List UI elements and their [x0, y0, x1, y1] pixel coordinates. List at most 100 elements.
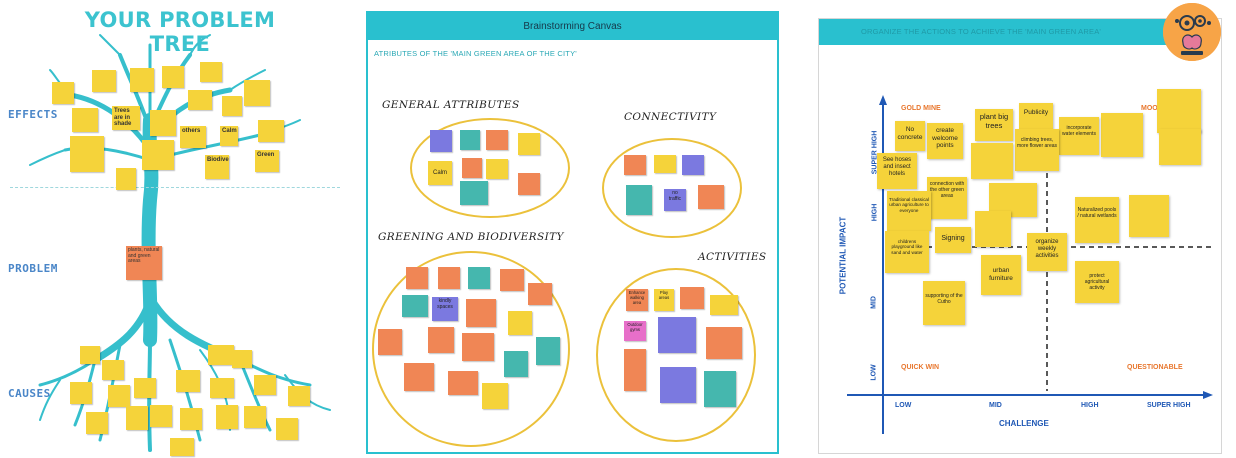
sticky-note-outdoor-gyms[interactable]: Outdoor gyms	[624, 321, 646, 341]
sticky-note[interactable]	[654, 155, 676, 173]
sticky-note[interactable]	[460, 130, 480, 150]
note-traditional-agriculture[interactable]: Traditional classical urban agriculture …	[887, 191, 931, 231]
sticky-note[interactable]	[508, 311, 532, 335]
sticky-note[interactable]	[624, 349, 646, 369]
sticky-note[interactable]	[682, 155, 704, 175]
sticky-note[interactable]	[438, 267, 460, 289]
sticky-note[interactable]	[462, 158, 482, 178]
sticky-note-green[interactable]: Green	[255, 150, 279, 172]
sticky-note[interactable]	[448, 371, 478, 395]
sticky-note[interactable]	[86, 412, 108, 434]
sticky-note[interactable]	[134, 378, 156, 398]
sticky-note[interactable]	[80, 346, 100, 364]
sticky-note-no-traffic[interactable]: no traffic	[664, 189, 686, 211]
sticky-note-biodiversity[interactable]: Biodiversity	[205, 155, 229, 179]
problem-note[interactable]: plants, natural and green areas	[126, 246, 162, 280]
sticky-note[interactable]	[658, 317, 696, 353]
sticky-note[interactable]	[486, 159, 508, 179]
sticky-note[interactable]	[624, 369, 646, 391]
sticky-note[interactable]	[518, 173, 540, 195]
sticky-note-play-areas[interactable]: Play areas	[654, 289, 674, 311]
note-connection[interactable]: connection with the other green areas	[927, 177, 967, 219]
sticky-note[interactable]	[254, 375, 276, 395]
sticky-note[interactable]	[468, 267, 490, 289]
sticky-note[interactable]	[680, 287, 704, 309]
sticky-note[interactable]	[150, 405, 172, 427]
sticky-note-others[interactable]: others	[180, 126, 206, 148]
sticky-note[interactable]	[150, 110, 176, 136]
sticky-note[interactable]	[486, 130, 508, 150]
sticky-note[interactable]	[698, 185, 724, 209]
sticky-note[interactable]	[462, 333, 494, 361]
sticky-note[interactable]	[180, 408, 202, 430]
sticky-note[interactable]	[518, 133, 540, 155]
sticky-note[interactable]	[404, 363, 434, 391]
sticky-note[interactable]	[210, 378, 234, 398]
sticky-note[interactable]	[244, 406, 266, 428]
sticky-note[interactable]	[430, 130, 452, 152]
sticky-note[interactable]	[102, 360, 124, 380]
note-water-elements[interactable]: incorporate water elements	[1059, 117, 1099, 155]
sticky-note[interactable]	[70, 136, 104, 172]
sticky-note[interactable]	[971, 143, 1013, 179]
sticky-note[interactable]	[706, 327, 742, 359]
sticky-note[interactable]	[704, 371, 736, 407]
sticky-note[interactable]	[216, 405, 238, 429]
note-supporting[interactable]: supporting of the Cutho	[923, 281, 965, 325]
sticky-note[interactable]	[176, 370, 200, 392]
note-welcome-points[interactable]: create welcome points	[927, 123, 963, 159]
sticky-note[interactable]	[1157, 89, 1201, 133]
sticky-note[interactable]	[200, 62, 222, 82]
sticky-note[interactable]	[460, 181, 488, 205]
note-childrens-playground[interactable]: childrens playground like sand and water	[885, 231, 929, 273]
sticky-note-trees-in-shade[interactable]: Trees are in shade	[112, 106, 140, 130]
sticky-note[interactable]	[208, 345, 234, 365]
note-naturalized[interactable]: Naturalized pools / natural wetlands	[1075, 197, 1119, 243]
sticky-note[interactable]	[232, 350, 252, 368]
note-protect-agri[interactable]: protect agricultural activity	[1075, 261, 1119, 303]
note-urban-furniture[interactable]: urban furniture	[981, 255, 1021, 295]
sticky-note[interactable]	[52, 82, 74, 104]
sticky-note[interactable]	[72, 108, 98, 132]
sticky-note[interactable]	[660, 367, 696, 403]
sticky-note[interactable]	[710, 295, 738, 315]
note-no-concrete[interactable]: No concrete	[895, 121, 925, 151]
sticky-note[interactable]	[258, 120, 284, 142]
sticky-note[interactable]	[504, 351, 528, 377]
note-weekly-activities[interactable]: organize weekly activities	[1027, 233, 1067, 271]
sticky-note[interactable]	[92, 70, 116, 92]
sticky-note[interactable]	[244, 80, 270, 106]
sticky-note[interactable]	[222, 96, 242, 116]
sticky-note[interactable]	[1159, 129, 1201, 165]
sticky-note[interactable]	[142, 140, 174, 170]
sticky-note[interactable]	[624, 155, 646, 175]
sticky-note[interactable]	[276, 418, 298, 440]
sticky-note[interactable]	[406, 267, 428, 289]
sticky-note[interactable]	[116, 168, 136, 190]
sticky-note[interactable]	[188, 90, 212, 110]
note-plant-big-trees[interactable]: plant big trees	[975, 109, 1013, 141]
sticky-note[interactable]	[1129, 195, 1169, 237]
sticky-note[interactable]	[528, 283, 552, 305]
note-signing[interactable]: Signing	[935, 227, 971, 253]
sticky-note[interactable]	[466, 299, 496, 327]
sticky-note[interactable]	[1101, 113, 1143, 157]
sticky-note[interactable]	[162, 66, 184, 88]
sticky-note-walking[interactable]: Enhance walking area	[626, 289, 648, 311]
sticky-note[interactable]	[402, 295, 428, 317]
note-climbing-trees[interactable]: climbing trees, more flower areas	[1015, 129, 1059, 171]
sticky-note-calm[interactable]: Calm	[428, 161, 452, 185]
sticky-note[interactable]	[108, 385, 130, 407]
sticky-note[interactable]	[70, 382, 92, 404]
sticky-note-kindly-spaces[interactable]: kindly spaces	[432, 297, 458, 321]
sticky-note[interactable]	[130, 68, 154, 92]
sticky-note[interactable]	[378, 329, 402, 355]
note-see-hoses[interactable]: See hoses and insect hotels	[877, 153, 917, 189]
note-publicity[interactable]: Publicity	[1019, 103, 1053, 129]
sticky-note-calm[interactable]: Calm	[220, 126, 238, 146]
sticky-note[interactable]	[482, 383, 508, 409]
sticky-note[interactable]	[288, 386, 310, 406]
sticky-note[interactable]	[428, 327, 454, 353]
sticky-note[interactable]	[975, 211, 1011, 247]
sticky-note[interactable]	[500, 269, 524, 291]
